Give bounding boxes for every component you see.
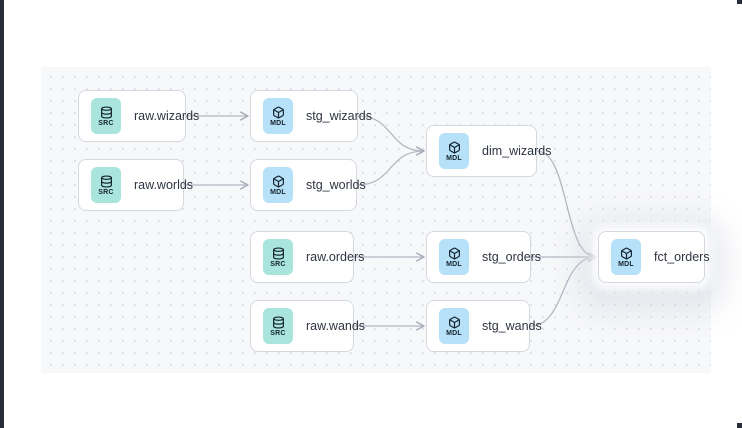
badge-type-label: SRC [270, 329, 286, 337]
dag-node-raw-wizards[interactable]: SRC raw.wizards [78, 90, 199, 142]
cube-icon [272, 174, 284, 188]
dag-node-stg-wizards[interactable]: MDL stg_wizards [250, 90, 372, 142]
badge-type-label: MDL [270, 119, 286, 127]
badge-icon [100, 105, 113, 119]
edge-stg-wizards-to-dim-wizards [357, 115, 425, 156]
node-label: fct_orders [654, 249, 710, 264]
badge-icon [272, 105, 285, 119]
node-type-badge: MDL [439, 308, 469, 344]
window-edge-strip [0, 0, 4, 428]
node-label: stg_worlds [306, 177, 366, 192]
node-type-badge: SRC [91, 98, 121, 134]
node-label: stg_wizards [306, 108, 372, 123]
edge-stg-worlds-to-dim-wizards [356, 146, 425, 186]
dag-canvas[interactable]: SRC raw.wizards MDL stg_wizards SRC raw.… [41, 67, 711, 373]
node-label: raw.wizards [134, 108, 200, 123]
badge-icon [620, 246, 633, 260]
window-corner-artifact-bottom [737, 423, 742, 428]
edges-layer [184, 111, 597, 331]
node-type-badge: MDL [439, 239, 469, 275]
badge-type-label: MDL [618, 260, 634, 268]
dag-node-fct-orders[interactable]: MDL fct_orders [598, 231, 710, 283]
dag-node-raw-worlds[interactable]: SRC raw.worlds [78, 159, 193, 211]
node-label: raw.orders [306, 249, 365, 264]
node-label: raw.wands [306, 318, 366, 333]
cube-icon [448, 140, 460, 154]
badge-type-label: MDL [446, 260, 462, 268]
cube-icon [272, 105, 284, 119]
node-type-badge: SRC [91, 167, 121, 203]
dag-node-stg-orders[interactable]: MDL stg_orders [426, 231, 541, 283]
badge-type-label: MDL [446, 329, 462, 337]
dag-node-stg-worlds[interactable]: MDL stg_worlds [250, 159, 366, 211]
badge-type-label: SRC [98, 188, 114, 196]
database-icon [100, 174, 112, 188]
badge-icon [448, 315, 461, 329]
badge-icon [272, 174, 285, 188]
edge-dim-wizards-to-fct-orders [536, 150, 597, 262]
window-corner-artifact-top [737, 0, 742, 4]
database-icon [272, 246, 284, 260]
node-type-badge: MDL [439, 133, 469, 169]
node-label: stg_wands [482, 318, 542, 333]
cube-icon [448, 246, 460, 260]
cube-icon [448, 315, 460, 329]
badge-type-label: MDL [446, 154, 462, 162]
node-type-badge: SRC [263, 308, 293, 344]
database-icon [272, 315, 284, 329]
dag-node-dim-wizards[interactable]: MDL dim_wizards [426, 125, 551, 177]
node-label: stg_orders [482, 249, 542, 264]
badge-type-label: SRC [270, 260, 286, 268]
node-type-badge: MDL [263, 167, 293, 203]
badge-type-label: MDL [270, 188, 286, 196]
badge-type-label: SRC [98, 119, 114, 127]
badge-icon [272, 246, 285, 260]
database-icon [100, 105, 112, 119]
badge-icon [272, 315, 285, 329]
node-type-badge: MDL [611, 239, 641, 275]
edge-stg-wands-to-fct-orders [529, 252, 597, 327]
node-type-badge: SRC [263, 239, 293, 275]
badge-icon [100, 174, 113, 188]
dag-node-stg-wands[interactable]: MDL stg_wands [426, 300, 542, 352]
node-label: dim_wizards [482, 143, 552, 158]
dag-node-raw-wands[interactable]: SRC raw.wands [250, 300, 365, 352]
node-label: raw.worlds [134, 177, 194, 192]
badge-icon [448, 246, 461, 260]
badge-icon [448, 140, 461, 154]
node-type-badge: MDL [263, 98, 293, 134]
cube-icon [620, 246, 632, 260]
dag-node-raw-orders[interactable]: SRC raw.orders [250, 231, 364, 283]
